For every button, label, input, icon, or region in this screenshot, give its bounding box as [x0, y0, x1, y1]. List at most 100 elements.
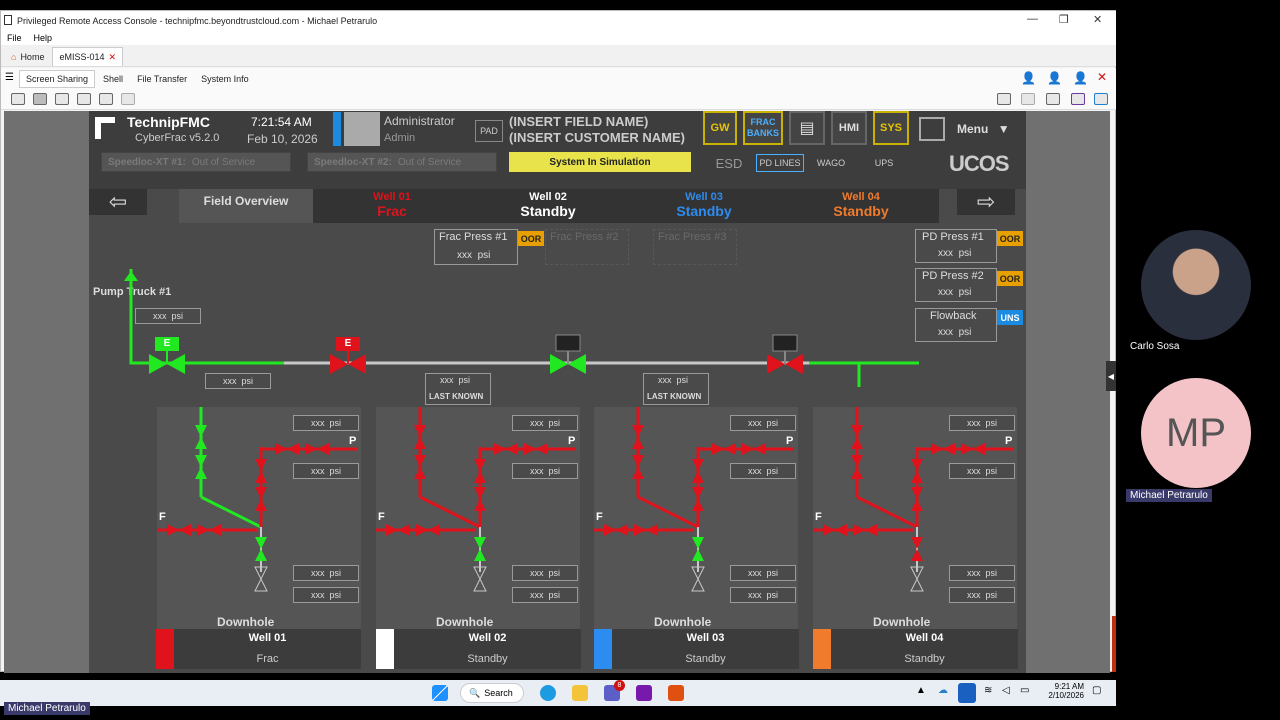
gw-button[interactable]: GW [703, 111, 737, 145]
pump-truck-psi: xxx psi [135, 308, 201, 324]
tab-shell[interactable]: Shell [103, 74, 124, 84]
next-arrow-button[interactable]: ⇨ [957, 189, 1015, 215]
frac-banks-button[interactable]: FRAC BANKS [743, 111, 783, 145]
wifi-icon[interactable]: ≋ [984, 685, 993, 696]
well-01-psi-4: xxx psi [293, 587, 359, 603]
hmi-button[interactable]: HMI [831, 111, 867, 145]
sys-button[interactable]: SYS [873, 111, 909, 145]
annotate-icon[interactable] [99, 93, 113, 105]
hamburger-icon[interactable]: ☰ [5, 72, 14, 83]
end-session-icon[interactable]: ✕ [1097, 70, 1108, 84]
lock-icon[interactable] [77, 93, 91, 105]
tab-home[interactable]: ⌂ Home [5, 47, 50, 66]
user-remove-icon[interactable]: 👤 [1073, 71, 1088, 85]
menu-help[interactable]: Help [33, 33, 53, 43]
well-04-status-card[interactable]: Well 04 Standby [813, 629, 1018, 669]
header-valve-3[interactable] [550, 334, 586, 374]
header-valve-4[interactable] [767, 334, 803, 374]
remote-screen[interactable]: TechnipFMC CyberFrac v5.2.0 7:21:54 AM F… [4, 111, 1116, 673]
well-01-status: Frac [256, 653, 279, 665]
well-02-last-known: xxx psi LAST KNOWN [425, 373, 491, 405]
document-button[interactable]: ▤ [789, 111, 825, 145]
well-02-status-card[interactable]: Well 02 Standby [376, 629, 581, 669]
onedrive-icon[interactable]: ☁ [938, 685, 948, 696]
ucos-logo: UCOS [949, 151, 1010, 176]
frac-press-1-value: xxx psi [457, 250, 491, 261]
brand-name: TechnipFMC [127, 114, 210, 130]
pd-press-2-label: PD Press #2 [922, 270, 984, 282]
collapse-panel-icon[interactable]: ◀ [1106, 361, 1116, 391]
clock-time: 7:21:54 AM [251, 115, 312, 129]
well-04-tab[interactable]: Well 04 Standby [786, 191, 936, 219]
well-02-p-label: P [568, 435, 576, 447]
multi-display-icon[interactable] [1021, 93, 1035, 105]
pump-arrow-icon [124, 271, 138, 281]
tab-session[interactable]: eMISS-014 ✕ [52, 47, 124, 66]
clock[interactable]: 9:21 AM 2/10/2026 [1044, 682, 1084, 700]
tab-file-transfer[interactable]: File Transfer [137, 74, 188, 84]
pd-lines-button[interactable]: PD LINES [756, 154, 804, 172]
record-icon[interactable] [1071, 93, 1085, 105]
tray-chevron-icon[interactable]: ▲ [916, 685, 926, 696]
well-01-name: Well 01 [248, 632, 287, 644]
menu-file[interactable]: File [7, 33, 22, 43]
well-03-diagram: F P xxx psi xxx psi xxx psi xxx psi Down… [594, 407, 798, 629]
tab-system-info[interactable]: System Info [201, 74, 249, 84]
user-avatar-icon[interactable] [344, 112, 380, 146]
header-valve-2[interactable] [330, 337, 366, 374]
well-01-tab[interactable]: Well 01 Frac [317, 191, 467, 219]
close-icon[interactable]: ✕ [1093, 14, 1103, 26]
frac-press-3-panel: Frac Press #3 [653, 229, 737, 265]
teams-badge: 8 [614, 680, 625, 691]
file-explorer-icon[interactable] [572, 685, 588, 701]
well-03-name: Well 03 [686, 632, 725, 644]
minimize-icon[interactable]: — [1027, 13, 1038, 25]
grid-icon[interactable] [919, 117, 945, 141]
speedloc-2-label: Speedloc-XT #2: [314, 156, 392, 168]
view-icon[interactable] [55, 93, 69, 105]
fullscreen-icon[interactable] [1094, 93, 1108, 105]
well-01-status-card[interactable]: Well 01 Frac [156, 629, 361, 669]
user-add-icon[interactable]: 👤 [1047, 71, 1062, 85]
frac-press-2-label: Frac Press #2 [550, 231, 619, 243]
speedloc-2-panel: Speedloc-XT #2: Out of Service [307, 152, 497, 172]
field-overview-tab[interactable]: Field Overview [179, 189, 313, 223]
key-icon[interactable] [121, 93, 135, 105]
well-03-status-card[interactable]: Well 03 Standby [594, 629, 799, 669]
user-icon[interactable]: 👤 [1021, 71, 1036, 85]
well-02-downhole: Downhole [436, 615, 494, 629]
well-01-downhole: Downhole [217, 615, 275, 629]
clock-time: 9:21 AM [1054, 682, 1084, 691]
well-03-last-known: xxx psi LAST KNOWN [643, 373, 709, 405]
battery-icon[interactable]: ▭ [1020, 685, 1030, 696]
well-04-psi-2: xxx psi [949, 463, 1015, 479]
close-tab-icon[interactable]: ✕ [108, 51, 117, 62]
windows-start-icon[interactable] [432, 685, 448, 701]
well-03-tab[interactable]: Well 03 Standby [629, 191, 779, 219]
notification-icon[interactable]: ▢ [1092, 685, 1102, 696]
well-02-diagram: F P xxx psi xxx psi xxx psi xxx psi Down… [376, 407, 580, 629]
well-03-tab-name: Well 03 [685, 191, 723, 203]
user-indicator [333, 112, 341, 146]
edge-icon[interactable] [540, 685, 556, 701]
screenshot-icon[interactable] [1046, 93, 1060, 105]
well-02-tab[interactable]: Well 02 Standby [473, 191, 623, 219]
esd-button[interactable]: ESD [715, 155, 743, 171]
onenote-icon[interactable] [636, 685, 652, 701]
ups-button[interactable]: UPS [874, 158, 894, 168]
technipfmc-logo-icon [95, 117, 115, 139]
restore-icon[interactable]: ❐ [1059, 14, 1069, 26]
volume-icon[interactable]: ◁ [1002, 685, 1010, 696]
menu-button[interactable]: Menu ▼ [957, 122, 1010, 136]
tab-screen-sharing[interactable]: Screen Sharing [19, 70, 96, 88]
remote-access-icon[interactable] [668, 685, 684, 701]
monitor-icon[interactable] [11, 93, 25, 105]
display-icon[interactable] [997, 93, 1011, 105]
control-icon[interactable] [33, 93, 47, 105]
wago-button[interactable]: WAGO [816, 158, 846, 168]
well-03-p-label: P [786, 435, 794, 447]
microphone-icon[interactable] [958, 683, 976, 703]
prev-arrow-button[interactable]: ⇦ [89, 189, 147, 215]
header-valve-1[interactable] [149, 337, 185, 374]
search-box[interactable]: 🔍 Search [460, 683, 524, 703]
